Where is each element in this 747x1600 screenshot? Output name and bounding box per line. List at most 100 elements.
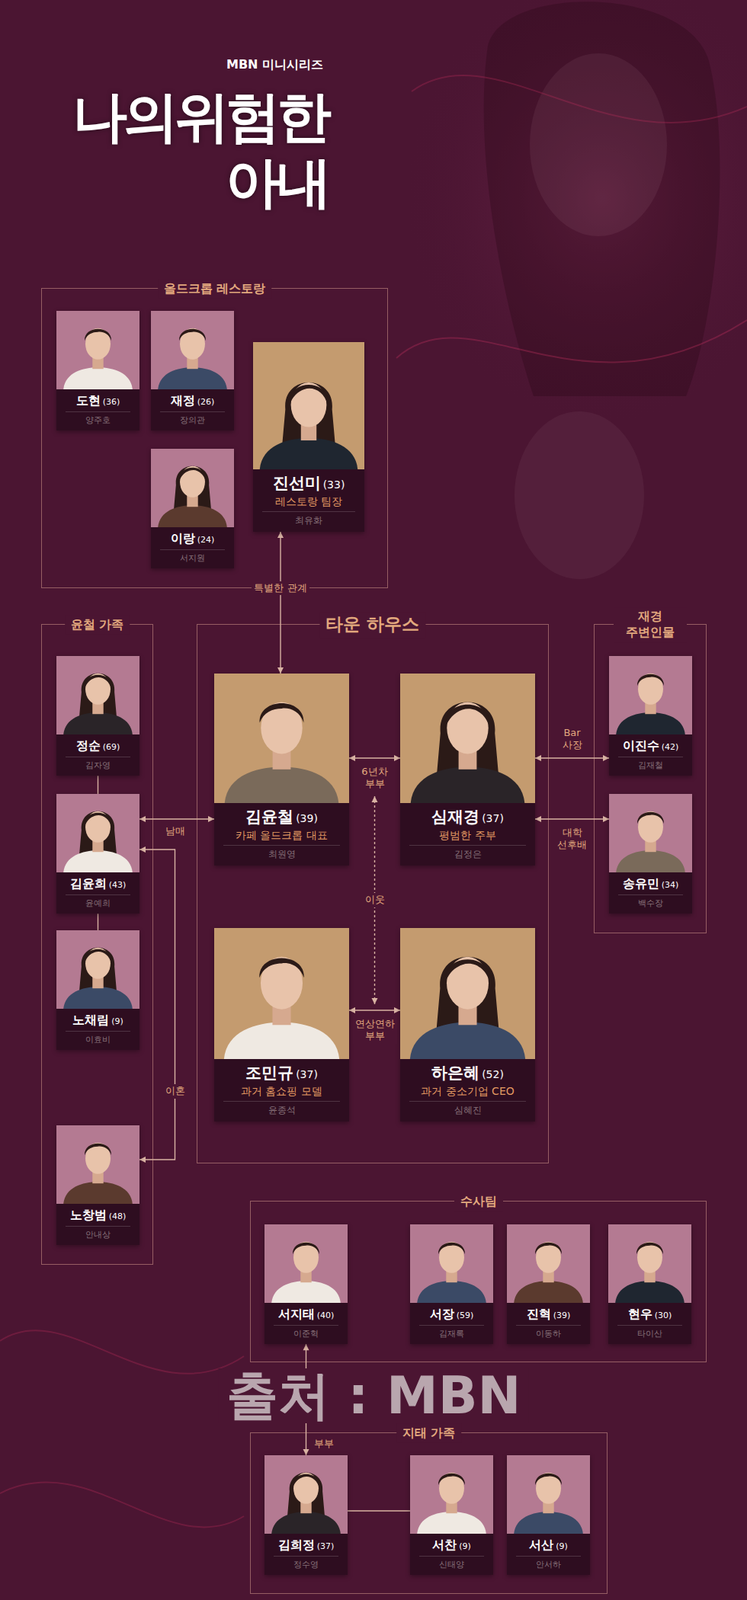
arrow-head [394, 1007, 401, 1014]
clothing [63, 1182, 133, 1205]
name-row: 진혁(39) [509, 1307, 587, 1323]
card-caption: 김희정(37)정수영 [264, 1534, 348, 1576]
hair [637, 674, 664, 687]
divider-rule [262, 511, 356, 513]
actor-name: 윤종석 [217, 1105, 347, 1118]
person-age: (39) [553, 1311, 571, 1321]
actor-name: 양주호 [59, 415, 137, 427]
card-caption: 노창범(48) 안내상 [56, 1204, 140, 1246]
person-age: (26) [197, 397, 215, 408]
portrait-figure [264, 1224, 348, 1304]
group-heading: 수사팀 [454, 1192, 504, 1212]
card-caption: 이랑(24)서지원 [150, 527, 235, 569]
portrait-figure [56, 794, 140, 873]
portrait [56, 310, 140, 390]
connector [347, 1511, 411, 1513]
portrait-figure [410, 1455, 494, 1535]
clothing [513, 1281, 584, 1304]
hair [289, 384, 328, 405]
person-name: 김희정 [278, 1538, 315, 1553]
edge-label: 대학 선후배 [554, 826, 590, 853]
divider-rule [65, 1226, 131, 1228]
portrait-figure [506, 1224, 590, 1304]
person-name: 노창범 [70, 1208, 107, 1223]
portrait [506, 1224, 590, 1304]
clothing [224, 1022, 340, 1060]
person-age: (37) [295, 1068, 318, 1081]
hair [535, 1474, 562, 1486]
role-text: 카페 올드크롭 대표 [217, 828, 347, 843]
card-caption: 조민규(37)과거 홈쇼핑 모델윤종석 [214, 1059, 350, 1123]
clothing [271, 1281, 341, 1304]
role-text: 과거 중소기업 CEO [403, 1084, 533, 1099]
clothing [513, 1512, 584, 1535]
person-age: (69) [102, 742, 121, 753]
person-card: 진혁(39)이동하 [506, 1224, 590, 1345]
actor-name: 장의관 [153, 415, 231, 427]
hair-back [436, 957, 500, 1034]
connector-line [279, 532, 281, 674]
clothing [410, 1022, 526, 1060]
portrait-figure [150, 310, 235, 390]
portrait [608, 1224, 692, 1304]
glow [403, 0, 747, 427]
divider-rule [419, 1325, 485, 1327]
arrow-head [349, 1007, 356, 1014]
swirl [396, 320, 747, 363]
card-caption: 심재경(37)평범한 주부김정은 [400, 803, 536, 866]
person-card: 이진수(42)김재철 [609, 656, 693, 776]
group-box: 올드크롭 레스토랑도현(36)양주호재정(26)장의관이랑(24)서지원진선미(… [41, 288, 388, 589]
person-age: (48) [109, 1211, 127, 1222]
group-heading: 윤철 가족 [64, 615, 131, 635]
divider-rule [65, 756, 131, 758]
connector-line [535, 818, 610, 820]
connector-line [139, 849, 176, 1161]
actor-name: 이준혁 [267, 1329, 345, 1341]
person-card: 서장(59)김재록 [410, 1224, 494, 1345]
person-card: 서산(9) 안서하 [506, 1455, 590, 1576]
person-age: (36) [102, 397, 121, 408]
edge-label: 남매 [163, 824, 188, 839]
clothing [63, 850, 133, 873]
portrait [410, 1455, 494, 1535]
portrait [150, 310, 235, 390]
portrait [214, 928, 350, 1060]
group-heading: 타운 하우스 [319, 612, 426, 638]
actor-name: 안내상 [59, 1230, 137, 1241]
divider-rule [409, 1101, 526, 1103]
name-row: 하은혜(52) [403, 1063, 533, 1084]
connector [535, 816, 610, 823]
person-card: 현우(30)타이산 [608, 1224, 692, 1345]
arrow-head [277, 667, 284, 674]
divider-rule [273, 1556, 339, 1558]
card-caption: 재정(26)장의관 [150, 389, 235, 431]
divider-rule [65, 1031, 131, 1033]
portrait-figure [264, 1455, 348, 1535]
card-caption: 하은혜(52)과거 중소기업 CEO심혜진 [400, 1059, 536, 1123]
connector-line [97, 913, 99, 931]
faded-face [529, 53, 667, 237]
person-age: (9) [555, 1542, 568, 1552]
hair [438, 1243, 465, 1255]
divider-rule [65, 411, 131, 413]
card-caption: 정순(69)김자영 [56, 734, 140, 776]
card-caption: 도현(36)양주호 [56, 389, 140, 431]
hair-back [282, 382, 336, 448]
person-card: 재정(26)장의관 [150, 310, 235, 431]
person-card: 정순(69)김자영 [56, 656, 140, 776]
name-row: 서산(9) [509, 1538, 587, 1554]
person-name: 김윤철 [245, 807, 294, 827]
group-box: 재경 주변인물이진수(42)김재철송유민(34)백수장 [593, 624, 707, 934]
person-age: (39) [295, 812, 318, 825]
person-name: 진혁 [526, 1307, 552, 1322]
person-age: (9) [111, 1016, 124, 1027]
actor-name: 타이산 [611, 1329, 689, 1341]
portrait [609, 656, 693, 735]
divider-rule [273, 1325, 339, 1327]
poster-title: 나의위험한 아내 [36, 83, 328, 216]
card-caption: 진혁(39)이동하 [506, 1303, 590, 1345]
name-row: 서지태(40) [267, 1307, 345, 1323]
clothing [157, 505, 228, 528]
arrow-head [535, 755, 542, 762]
actor-name: 안서하 [509, 1560, 587, 1571]
